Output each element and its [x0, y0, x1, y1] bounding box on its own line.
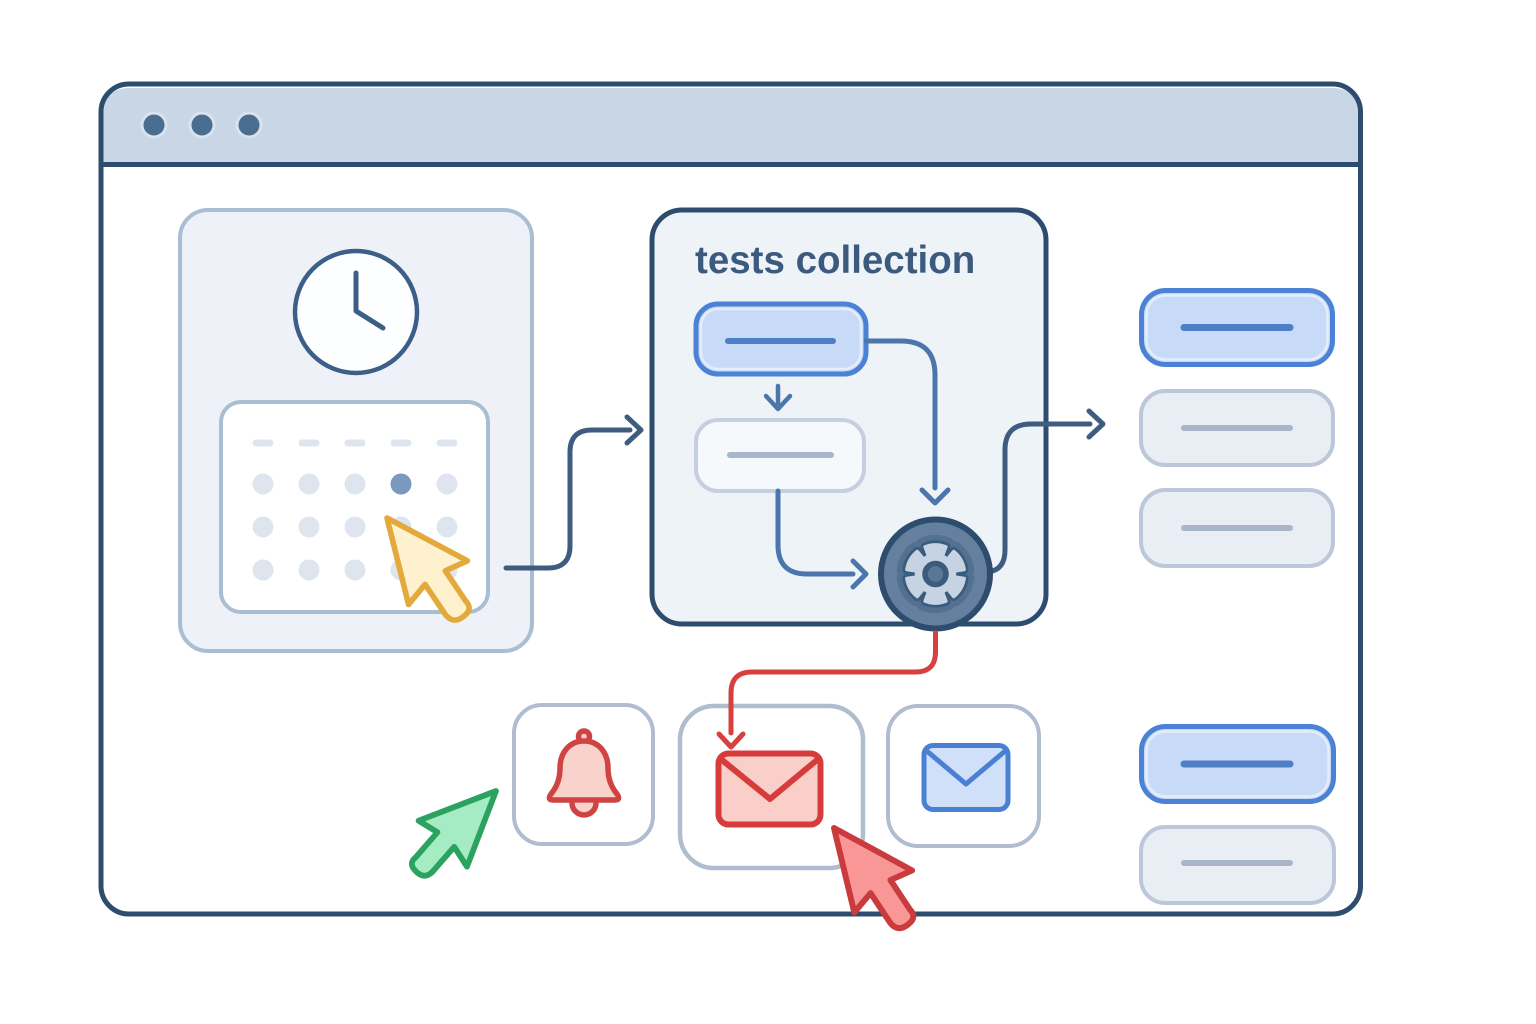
svg-text:tests collection: tests collection [695, 239, 975, 282]
